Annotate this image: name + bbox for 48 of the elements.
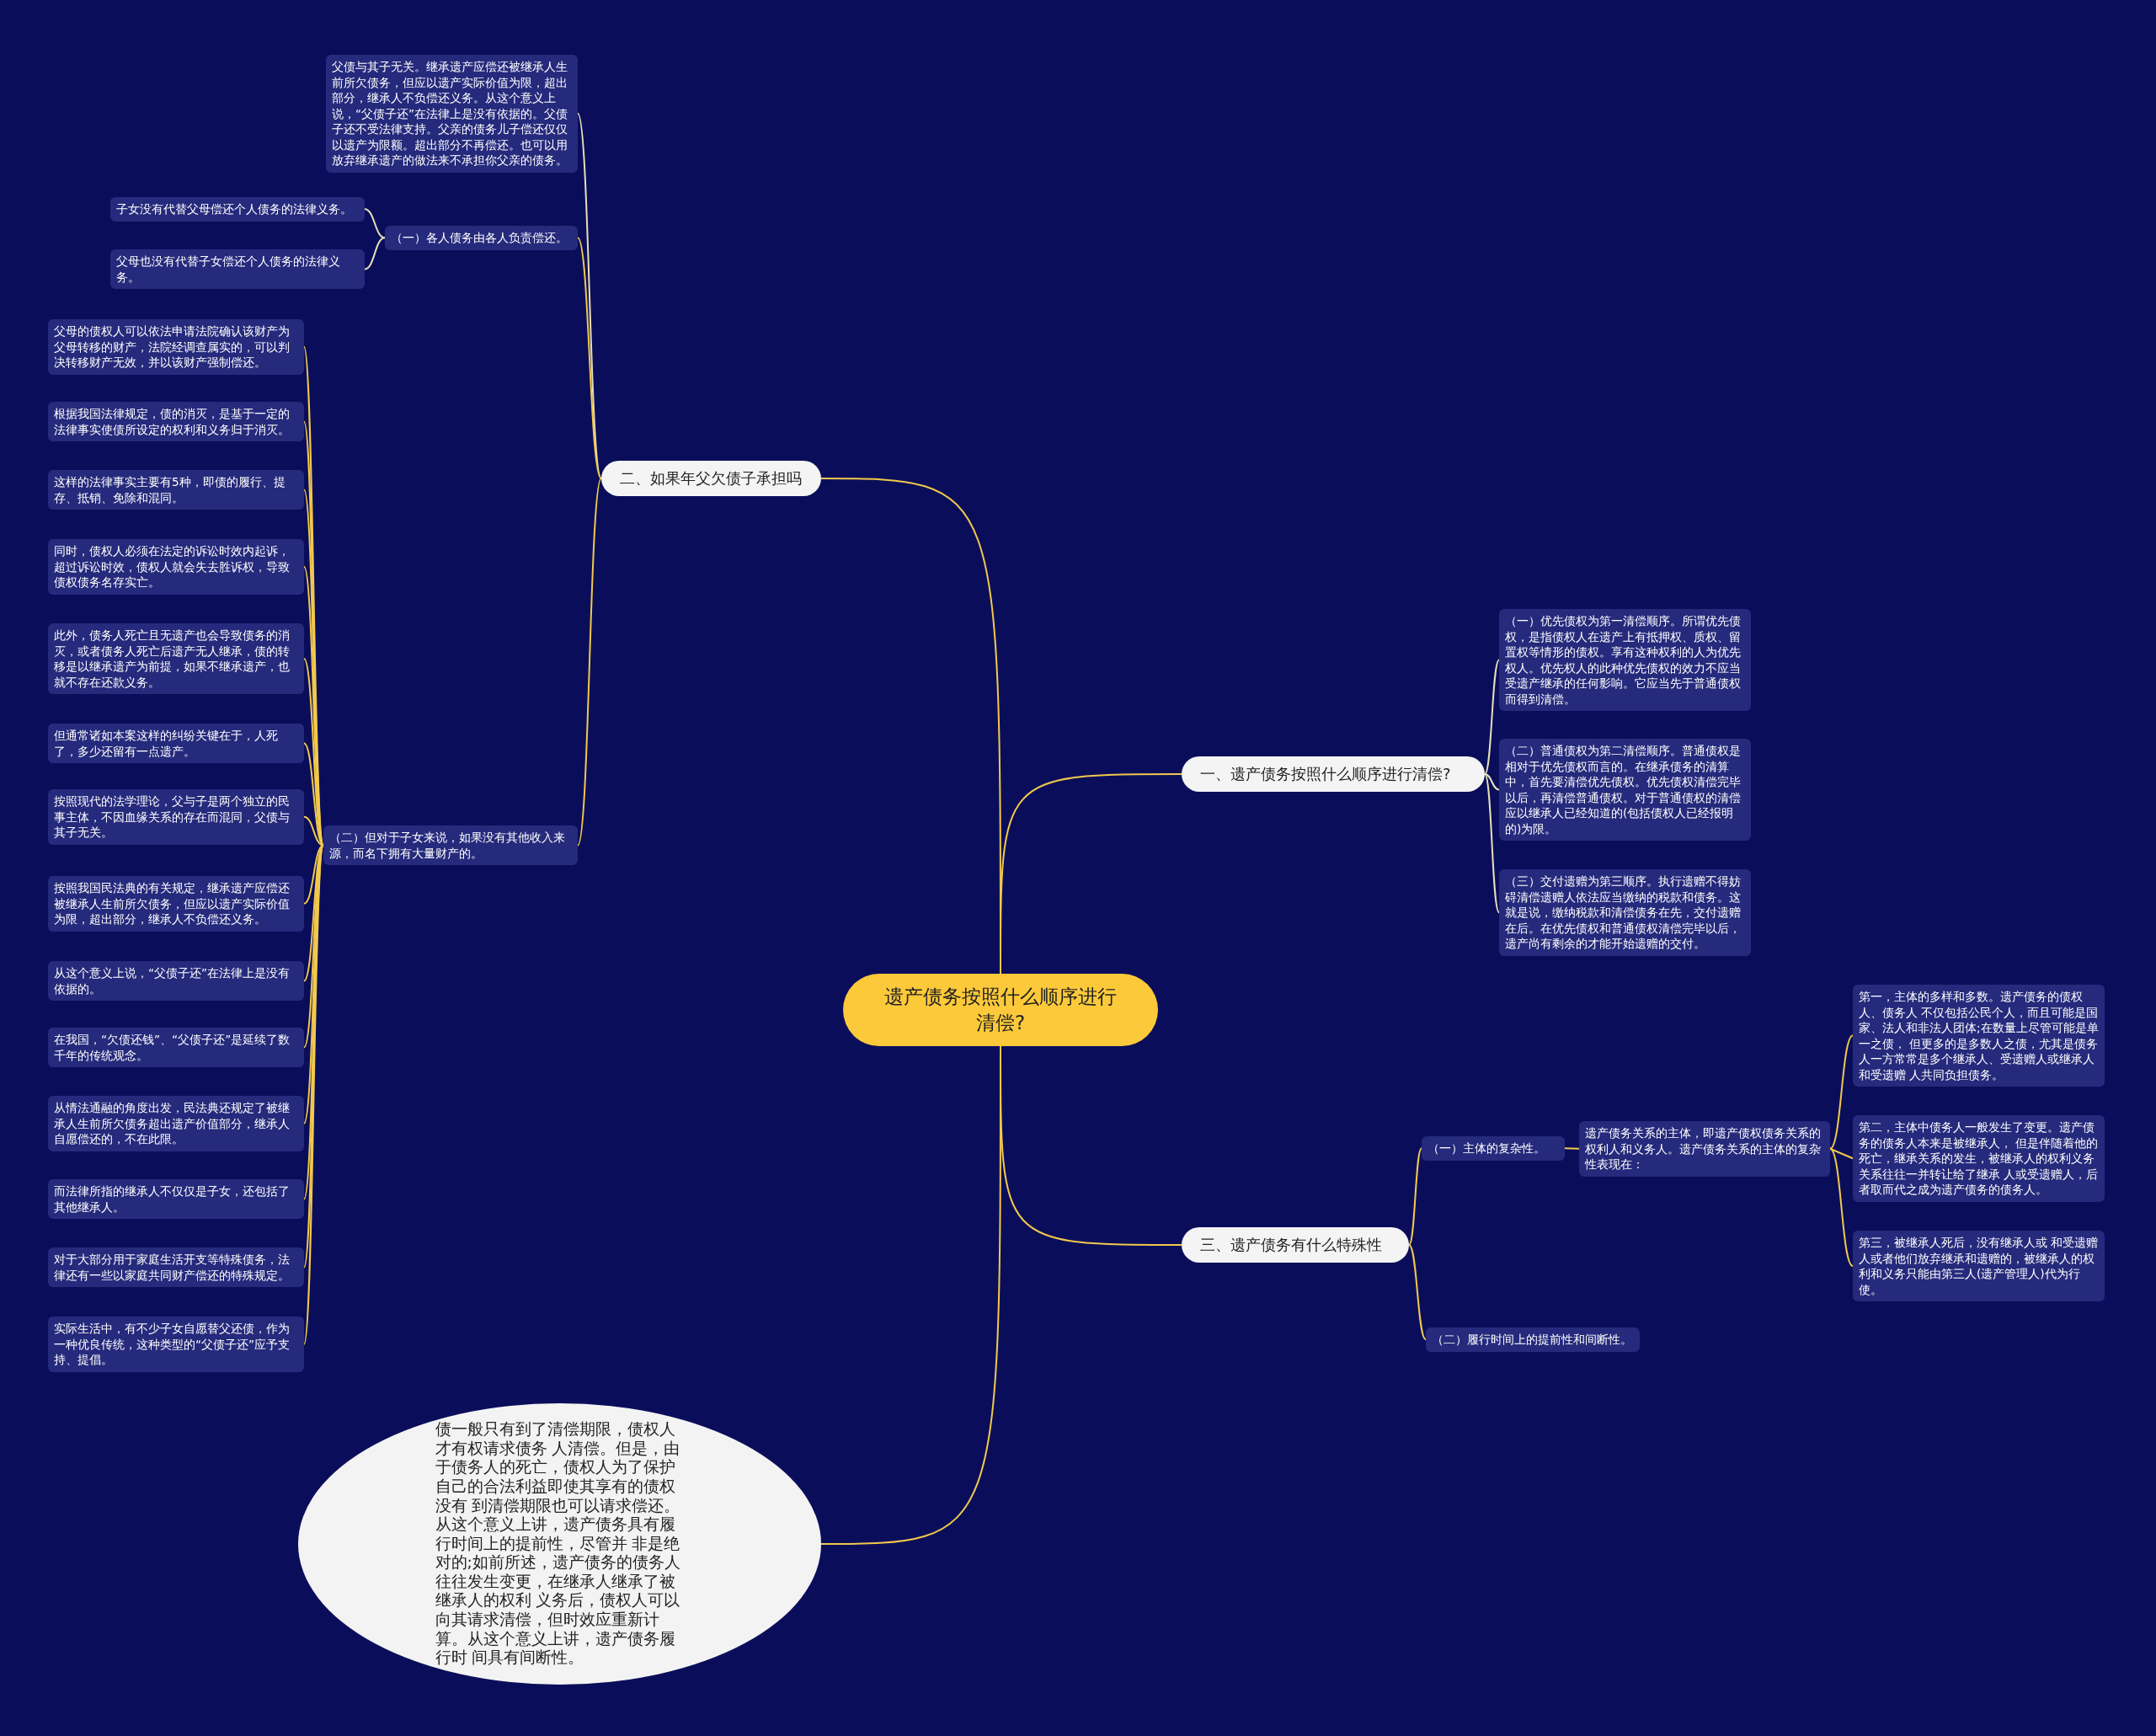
text-card: 在我国，“欠债还钱”、“父债子还”是延续了数千年的传统观念。 <box>48 1028 304 1067</box>
text-card: （二）履行时间上的提前性和间断性。 <box>1426 1327 1640 1352</box>
text-card: （一）各人债务由各人负责偿还。 <box>385 226 578 250</box>
text-card: 根据我国法律规定，债的消灭，是基于一定的法律事实使债所设定的权利和义务归于消灭。 <box>48 402 304 441</box>
text-card: 但通常诸如本案这样的纠纷关键在于，人死了，多少还留有一点遗产。 <box>48 724 304 763</box>
text-card: 第一，主体的多样和多数。遗产债务的债权人、债务人 不仅包括公民个人，而且可能是国家、法人和非法人团体;在数量上尽管可能是单一之债， 但更多的是多数人之债，尤其是债务人一方常常是多个继承人、受遗赠人或继承人和受遗赠 人共同负担债务。 <box>1853 985 2105 1087</box>
text-card: 按照我国民法典的有关规定，继承遗产应偿还被继承人生前所欠债务，但应以遗产实际价值为限，超出部分，继承人不负偿还义务。 <box>48 876 304 932</box>
text-card: 对于大部分用于家庭生活开支等特殊债务，法律还有一些以家庭共同财产偿还的特殊规定。 <box>48 1247 304 1287</box>
text-card: （一）优先债权为第一清偿顺序。所谓优先债权，是指债权人在遗产上有抵押权、质权、留置权等情形的债权。享有这种权利的人为优先权人。优先权人的此种优先债权的效力不应当受遗产继承的任何影响。它应当先于普通债权而得到清偿。 <box>1499 609 1751 711</box>
text-card: （三）交付遗赠为第三顺序。执行遗赠不得妨碍清偿遗赠人依法应当缴纳的税款和债务。这就是说，缴纳税款和清偿债务在先，交付遗赠在后。在优先债权和普通债权清偿完毕以后，遗产尚有剩余的才能开始遗赠的交付。 <box>1499 869 1751 956</box>
connector-line <box>1484 659 1500 775</box>
connector-line <box>364 237 386 270</box>
text-card: 第二，主体中债务人一般发生了变更。遗产债务的债务人本来是被继承人， 但是伴随着他的死亡，继承关系的发生，被继承人的权利义务关系往往一并转让给了继承 人或受遗赠人，后者取而代之成为遗产债务的债务人。 <box>1853 1115 2105 1202</box>
text-card: 父母也没有代替子女偿还个人债务的法律义务。 <box>110 249 365 289</box>
text-card: （一）主体的复杂性。 <box>1422 1136 1565 1161</box>
text-card: 这样的法律事实主要有5种，即债的履行、提存、抵销、免除和混同。 <box>48 470 304 510</box>
text-card: 子女没有代替父母偿还个人债务的法律义务。 <box>110 197 365 222</box>
text-card: 按照现代的法学理论，父与子是两个独立的民事主体，不因血缘关系的存在而混同，父债与其子无关。 <box>48 789 304 845</box>
connector-line <box>364 208 386 239</box>
text-card: 父债与其子无关。继承遗产应偿还被继承人生前所欠债务，但应以遗产实际价值为限，超出部分，继承人不负偿还义务。从这个意义上说，“父债子还”在法律上是没有依据的。父债子还不受法律支持。父亲的债务儿子偿还仅仅以遗产为限额。超出部分不再偿还。也可以用放弃继承遗产的做法来不承担你父亲的债务。 <box>326 55 578 173</box>
connector-line <box>303 742 324 847</box>
text-ellipse: 债一般只有到了清偿期限，债权人才有权请求债务 人清偿。但是，由于债务人的死亡，债权人为了保护自己的合法利益即使其享有的债权没有 到清偿期限也可以请求偿还。从这个意义上讲，遗产债务具有履行时间上的提前性，尽管并 非是绝对的;如前所述，遗产债务的债务人往往发生变更，在继承人继承了被继承人的权利 义务后，债权人可以向其请求清偿，但时效应重新计算。从这个意义上讲，遗产债务履行时 间具有间断性。 <box>298 1403 821 1685</box>
connector-line <box>577 112 602 479</box>
connector-line <box>303 815 324 847</box>
connector-line <box>1829 1034 1854 1150</box>
text-card: 此外，债务人死亡且无遗产也会导致债务的消灭，或者债务人死亡后遗产无人继承，债的转移是以继承遗产为前提，如果不继承遗产，也就不存在还款义务。 <box>48 623 304 694</box>
text-card: 同时，债权人必须在法定的诉讼时效内起诉，超过诉讼时效，债权人就会失去胜诉权，导致债权债务名存实亡。 <box>48 539 304 595</box>
connector-line <box>1408 1147 1422 1246</box>
connector-line <box>1564 1147 1580 1150</box>
topic-pill: 一、遗产债务按照什么顺序进行清偿? <box>1182 756 1485 792</box>
topic-pill: 二、如果年父欠债子承担吗 <box>601 461 821 496</box>
connector-line <box>1829 1147 1854 1267</box>
text-card: 遗产债务关系的主体，即遗产债权债务关系的权利人和义务人。遗产债务关系的主体的复杂性表现在： <box>1579 1121 1830 1177</box>
connector-line <box>577 237 602 479</box>
text-card: 实际生活中，有不少子女自愿替父还债，作为一种优良传统，这种类型的“父债子还”应予支持、提倡。 <box>48 1317 304 1372</box>
text-card: 从这个意义上说，“父债子还”在法律上是没有依据的。 <box>48 961 304 1001</box>
connector-line <box>1408 1244 1427 1341</box>
connector-line <box>1484 773 1500 914</box>
text-card: 而法律所指的继承人不仅仅是子女，还包括了其他继承人。 <box>48 1179 304 1219</box>
text-card: （二）但对于子女来说，如果没有其他收入来源，而名下拥有大量财产的。 <box>323 825 578 865</box>
text-card: 从情法通融的角度出发，民法典还规定了被继承人生前所欠债务超出遗产价值部分，继承人自愿偿还的，不在此限。 <box>48 1096 304 1151</box>
topic-pill: 三、遗产债务有什么特殊性 <box>1182 1227 1409 1263</box>
connector-line <box>1484 773 1500 791</box>
text-card: 第三，被继承人死后，没有继承人或 和受遗赠人或者他们放弃继承和遗赠的，被继承人的权利和义务只能由第三人(遗产管理人)代为行使。 <box>1853 1231 2105 1301</box>
text-card: 父母的债权人可以依法申请法院确认该财产为父母转移的财产，法院经调查属实的，可以判决转移财产无效，并以该财产强制偿还。 <box>48 319 304 375</box>
text-card: （二）普通债权为第二清偿顺序。普通债权是相对于优先债权而言的。在继承债务的清算中，首先要清偿优先债权。优先债权清偿完毕以后，再清偿普通债权。对于普通债权的清偿应以继承人已经知道的(包括债权人已经报明的)为限。 <box>1499 739 1751 841</box>
central-topic-pill: 遗产债务按照什么顺序进行清偿? <box>843 974 1158 1046</box>
connector-line <box>577 478 602 847</box>
